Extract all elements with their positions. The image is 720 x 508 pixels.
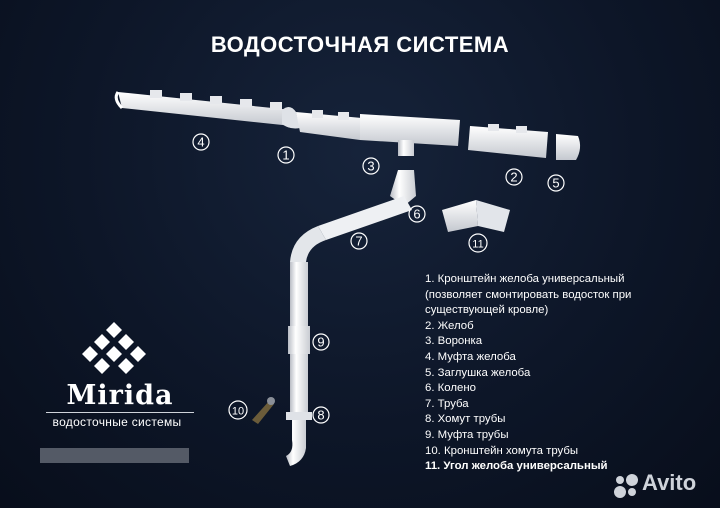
- gutter-end-cap: [556, 134, 581, 160]
- parts-legend: 1. Кронштейн желоба универсальный (позво…: [425, 272, 715, 475]
- brand-tagline: водосточные системы: [52, 415, 182, 429]
- bracket: [210, 96, 222, 104]
- gutter-left: [114, 90, 292, 126]
- gutter-middle: [282, 106, 362, 140]
- legend-item: (позволяет смонтировать водосток при: [425, 288, 632, 301]
- bracket: [338, 112, 349, 120]
- legend-item: 5. Заглушка желоба: [425, 366, 531, 379]
- legend-item: 7. Труба: [425, 397, 469, 410]
- svg-text:9: 9: [317, 335, 324, 350]
- svg-text:1: 1: [282, 148, 289, 163]
- watermark: Avito: [612, 470, 712, 498]
- elbow-lower: [290, 226, 326, 262]
- legend-item: 1. Кронштейн желоба универсальный: [425, 273, 625, 285]
- legend-item: 10. Кронштейн хомута трубы: [425, 444, 579, 457]
- callout-9: 9: [312, 333, 330, 351]
- bracket: [488, 124, 499, 131]
- bracket: [180, 93, 192, 101]
- svg-text:11: 11: [472, 239, 483, 251]
- svg-text:4: 4: [197, 135, 204, 150]
- svg-text:2: 2: [510, 170, 517, 185]
- bracket: [150, 90, 162, 98]
- callout-2: 2: [505, 168, 523, 186]
- legend-item: существующей кровле): [425, 304, 549, 317]
- brand: Mirida водосточные системы: [40, 380, 200, 429]
- bracket: [312, 110, 323, 118]
- callout-5: 5: [547, 174, 565, 192]
- svg-text:6: 6: [413, 207, 420, 222]
- callout-10: 10: [228, 400, 248, 420]
- divider: [46, 412, 194, 413]
- gutter-right: [468, 124, 581, 160]
- bracket: [240, 99, 252, 107]
- legend-item: 2. Желоб: [425, 319, 474, 332]
- gutter-corner: [442, 200, 510, 232]
- legend-item: 11. Угол желоба универсальный: [425, 460, 608, 473]
- svg-text:3: 3: [367, 159, 374, 174]
- downpipe: [286, 170, 416, 466]
- outlet-elbow: [286, 420, 306, 466]
- svg-text:5: 5: [552, 176, 559, 191]
- svg-text:10: 10: [232, 406, 244, 418]
- callout-8: 8: [312, 406, 330, 424]
- callout-11: 11: [468, 233, 488, 253]
- legend-item: 3. Воронка: [425, 335, 483, 348]
- callout-7: 7: [350, 232, 368, 250]
- svg-text:7: 7: [355, 234, 362, 249]
- svg-text:8: 8: [317, 408, 324, 423]
- brand-logo-icon: [82, 322, 146, 374]
- page-title: ВОДОСТОЧНАЯ СИСТЕМА: [210, 32, 510, 57]
- clamp-bracket: [252, 397, 275, 424]
- avito-logo-icon: [614, 474, 638, 498]
- angled-pipe: [318, 196, 412, 240]
- elbow: [390, 170, 416, 206]
- legend-item: 6. Колено: [425, 382, 476, 395]
- legend-item: 9. Муфта трубы: [425, 428, 509, 441]
- pipe-coupling: [288, 326, 310, 354]
- callout-3: 3: [362, 157, 380, 175]
- callout-4: 4: [192, 133, 210, 151]
- funnel: [398, 140, 414, 156]
- watermark-text: Avito: [642, 470, 697, 495]
- redacted-bar: [40, 448, 189, 463]
- bracket: [516, 126, 527, 133]
- pipe-clamp: [286, 412, 312, 420]
- bracket: [270, 102, 282, 110]
- legend-item: 8. Хомут трубы: [425, 413, 506, 426]
- legend-item: 4. Муфта желоба: [425, 350, 516, 363]
- callout-1: 1: [277, 146, 295, 164]
- callout-6: 6: [408, 205, 426, 223]
- gutter-outlet: [360, 114, 460, 156]
- brand-name: Mirida: [66, 380, 174, 411]
